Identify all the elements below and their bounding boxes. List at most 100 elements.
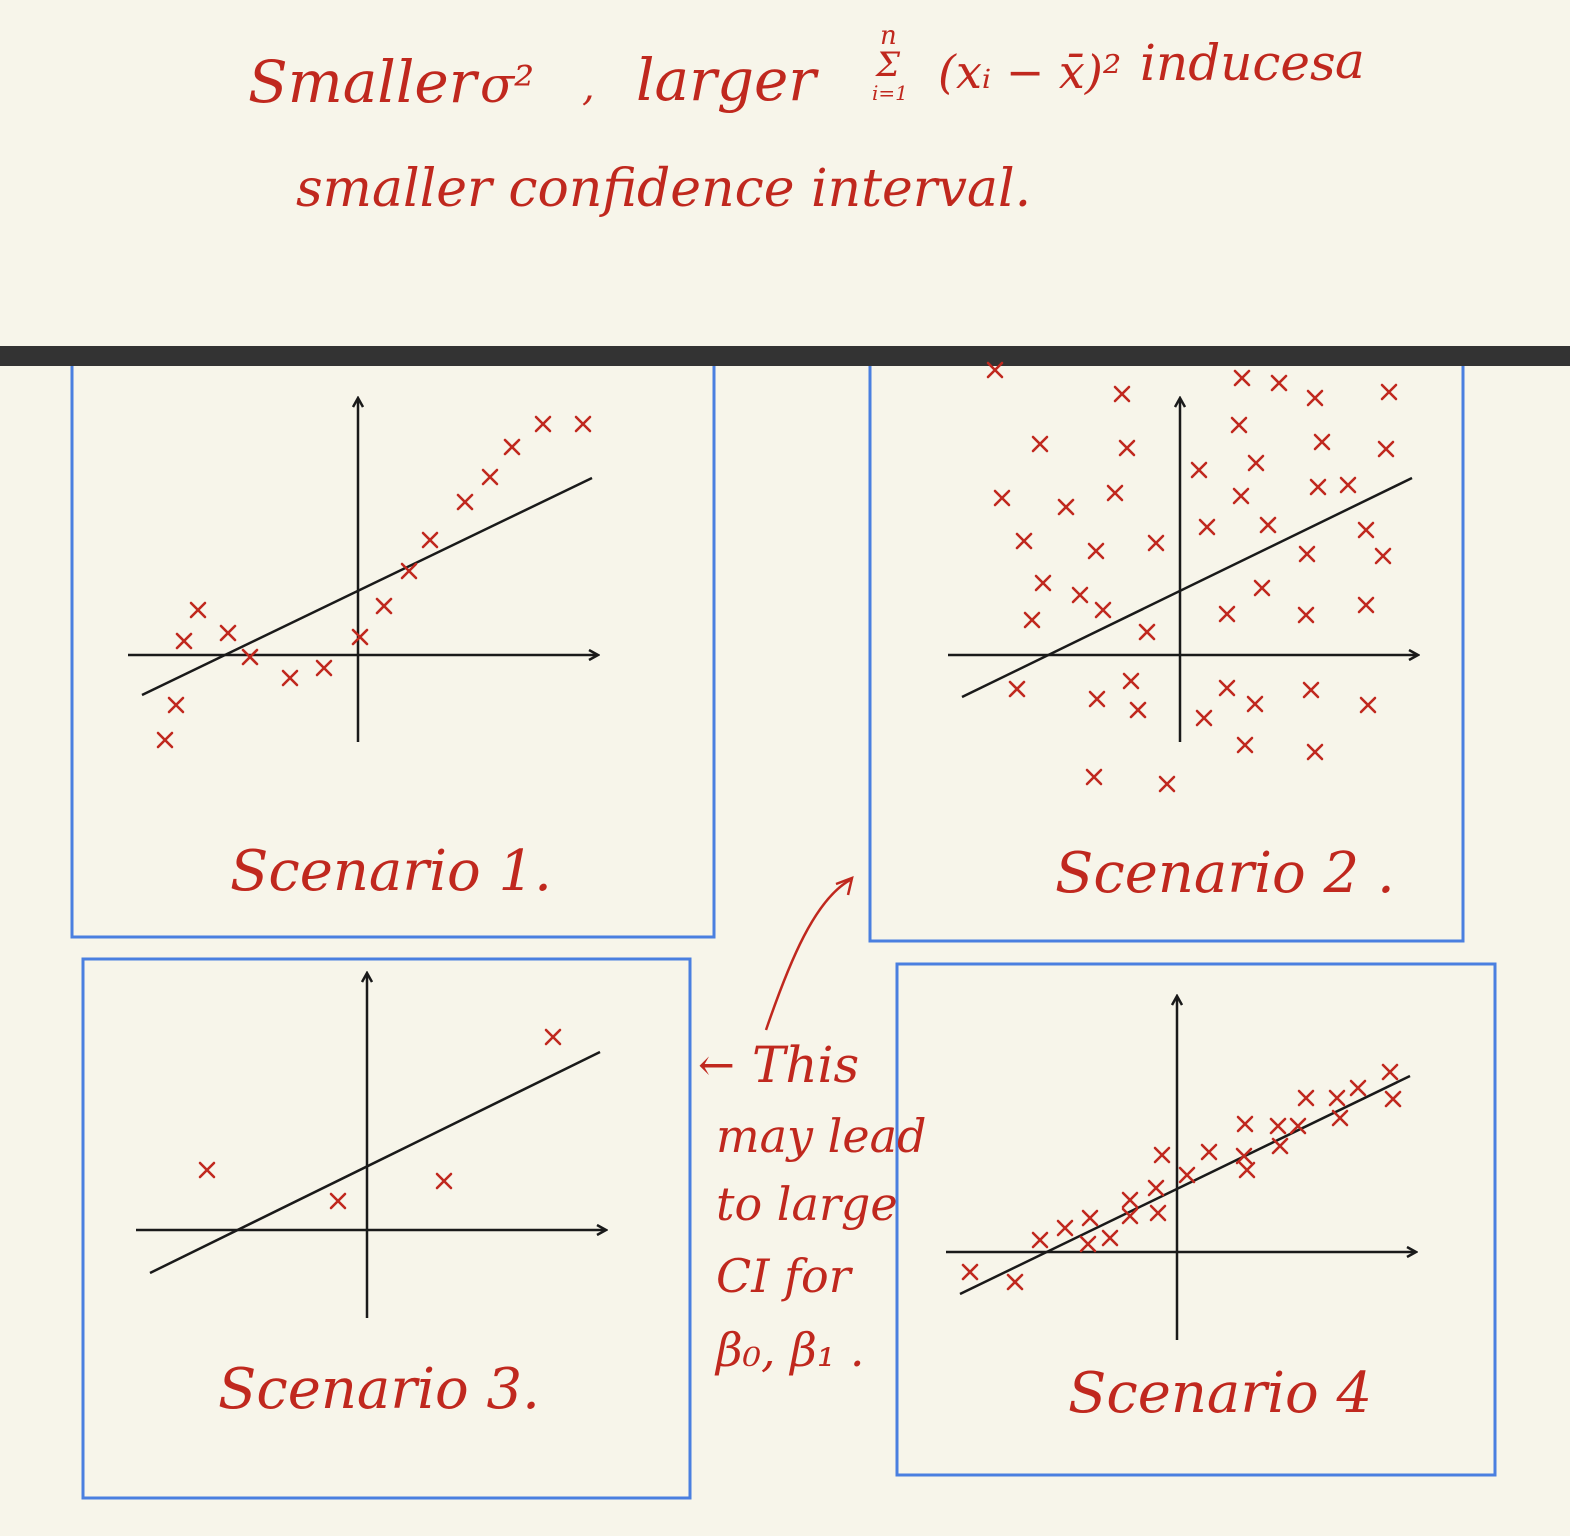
header-formula: Smaller σ² , larger n Σ i=1 (xᵢ − x̄)² i… [248, 21, 1365, 219]
header-word-larger: larger [636, 46, 819, 114]
scenario-1-point [375, 597, 393, 615]
scenario-2-point [1088, 690, 1106, 708]
scenario-2-label: Scenario 2 . [1055, 841, 1395, 906]
scenario-2-point [1094, 601, 1112, 619]
scenario-1-data-points [156, 415, 592, 749]
scenario-4-frame [895, 962, 1497, 1477]
scenario-2-point [1380, 383, 1398, 401]
scenario-1-point [241, 648, 259, 666]
scenario-2-point [1023, 611, 1041, 629]
scenario-2-point [1232, 487, 1250, 505]
scenario-1-point [574, 415, 592, 433]
scenario-4-point [1269, 1117, 1287, 1135]
scenario-1-point [175, 632, 193, 650]
scenario-2-point [1339, 476, 1357, 494]
header-deviation-term: (xᵢ − x̄)² [938, 45, 1121, 99]
scenario-2-point [1309, 478, 1327, 496]
scenario-2-point [1218, 679, 1236, 697]
scenario-2-point [1236, 736, 1254, 754]
header-word-a: a [1335, 32, 1365, 90]
scenario-4-point [1289, 1117, 1307, 1135]
scenario-4-regression-line [959, 1074, 1411, 1296]
scenario-4-point [1147, 1179, 1165, 1197]
scenario-1-point [167, 696, 185, 714]
scenario-2-point [1297, 606, 1315, 624]
annotation-line-1: This [752, 1036, 859, 1094]
scenario-3-panel: Scenario 3. [81, 957, 692, 1500]
scenario-2-point [1306, 389, 1324, 407]
scenario-4-point [1178, 1166, 1196, 1184]
scenario-4-point [1384, 1090, 1402, 1108]
scenario-4-point [1381, 1063, 1399, 1081]
scenario-2-point [1031, 435, 1049, 453]
scenario-2-point [1118, 439, 1136, 457]
scenario-3-point [544, 1028, 562, 1046]
scenario-1-point [351, 628, 369, 646]
scenario-2-point [1218, 605, 1236, 623]
scenario-2-point [1087, 542, 1105, 560]
sum-upper-limit: n [880, 21, 897, 51]
scenario-2-point [1138, 623, 1156, 641]
divider-bar [0, 346, 1570, 366]
annotation-line-5: β₀, β₁ . [714, 1323, 865, 1377]
scenario-2-point [1230, 416, 1248, 434]
scenario-2-point [1247, 454, 1265, 472]
scenario-4-point [1006, 1273, 1024, 1291]
scenario-4-point [1121, 1191, 1139, 1209]
annotation-left-arrow: ← [698, 1040, 735, 1091]
scenario-4-point [1153, 1146, 1171, 1164]
scenario-4-point [1328, 1089, 1346, 1107]
scenario-2-point [1113, 385, 1131, 403]
scenario-1-point [315, 659, 333, 677]
scenario-2-point [1306, 743, 1324, 761]
scenario-4-point [1271, 1137, 1289, 1155]
scenario-3-point [329, 1192, 347, 1210]
scenario-1-label: Scenario 1. [230, 839, 552, 904]
scenario-3-point [435, 1172, 453, 1190]
scenario-2-point [1246, 695, 1264, 713]
scenario-1-point [400, 562, 418, 580]
scenario-4-point [1238, 1161, 1256, 1179]
scenario-2-data-points [986, 361, 1398, 793]
scenario-2-point [1129, 701, 1147, 719]
annotation-line-4: CI for [716, 1249, 854, 1303]
scenario-2-point [1122, 672, 1140, 690]
scenario-2-frame [868, 366, 1465, 943]
scenario-1-point [481, 468, 499, 486]
scenario-4-point [1056, 1219, 1074, 1237]
scenario-4-point [1101, 1229, 1119, 1247]
scenario-2-point [1313, 433, 1331, 451]
scenario-3-frame [81, 957, 692, 1500]
scenario-1-point [281, 669, 299, 687]
scenario-4-label: Scenario 4 [1068, 1361, 1372, 1426]
scenario-2-point [1253, 579, 1271, 597]
annotation-note: ← This may lead to large CI for β₀, β₁ . [698, 876, 926, 1377]
scenario-4-point [1349, 1079, 1367, 1097]
sum-symbol-group: n Σ i=1 [872, 21, 908, 105]
scenario-4-point [1331, 1109, 1349, 1127]
scenario-1-point [503, 438, 521, 456]
annotation-pointer-arrowhead [835, 876, 854, 896]
scenario-1-point [456, 493, 474, 511]
scenario-1-panel: Scenario 1. [70, 366, 716, 939]
scenario-3-label: Scenario 3. [218, 1357, 540, 1422]
scenario-4-panel: Scenario 4 [895, 962, 1497, 1477]
scenario-2-point [1233, 369, 1251, 387]
scenario-2-point [1195, 709, 1213, 727]
scenario-2-point [1034, 574, 1052, 592]
scenario-2-point [986, 361, 1004, 379]
scenario-1-point [156, 731, 174, 749]
scenario-2-point [1008, 680, 1026, 698]
scenario-2-regression-line [961, 476, 1413, 699]
scenario-2-point [1357, 596, 1375, 614]
header-line-two: smaller confidence interval. [296, 159, 1031, 219]
scenario-4-point [1200, 1143, 1218, 1161]
scenario-2-point [1198, 518, 1216, 536]
scenario-1-point [534, 415, 552, 433]
scenario-4-point [1235, 1147, 1253, 1165]
scenario-2-point [1374, 547, 1392, 565]
scenario-4-point [961, 1263, 979, 1281]
scenario-2-point [1015, 532, 1033, 550]
scenario-4-point [1236, 1115, 1254, 1133]
scenario-2-point [1158, 775, 1176, 793]
